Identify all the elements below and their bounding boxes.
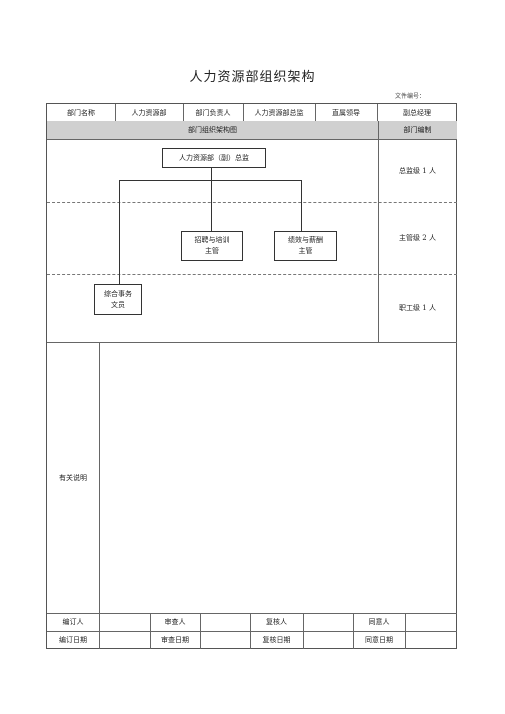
dept-name-value: 人力资源部 [131,108,167,117]
footer-check-date-value [303,631,353,649]
footer-compiler-value [99,613,150,631]
connector-horizontal [119,180,301,181]
footer-review-date-value [200,631,250,649]
org-box-performance-pay: 绩效与薪酬 主管 [274,231,337,261]
org-structure-form: 部门名称 人力资源部 部门负责人 人力资源部总监 直属领导 副总经理 部门组织架… [46,103,457,649]
footer-reviewer-label: 审查人 [164,618,186,626]
footer-check-date-label: 复核日期 [262,636,291,644]
notes-label: 有关说明 [59,473,87,482]
footer-approve-date-value [405,631,457,649]
page-title: 人力资源部组织架构 [189,70,316,85]
direct-leader-label: 直属领导 [332,108,360,117]
dept-name-label: 部门名称 [67,108,95,117]
staffing-staff-count: 职工级 1 人 [399,304,436,312]
footer-compile-date-label: 编订日期 [59,636,87,644]
footer-approver-value [405,613,457,631]
dept-head-label: 部门负责人 [195,108,231,117]
footer-approve-date-label: 同意日期 [365,636,393,644]
footer-compiler-label: 编订人 [62,618,84,626]
connector-left-drop [119,180,120,284]
footer-checker-label: 复核人 [266,618,287,626]
org-chart-heading: 部门组织架构图 [188,126,237,134]
org-box-admin-clerk: 综合事务 文员 [94,284,142,315]
footer-compile-date-value [99,631,150,649]
connector-top [211,168,212,180]
footer-checker-value [303,613,353,631]
document-number-label: 文件编号： [395,93,426,100]
dept-head-value: 人力资源部总监 [254,108,304,117]
connector-right-drop [301,180,302,231]
section-header-band [47,121,457,139]
org-box-hr-director: 人力资源部（副）总监 [162,148,266,168]
footer-reviewer-value [200,613,250,631]
staffing-heading: 部门编制 [403,126,432,134]
footer-approver-label: 同意人 [368,618,390,626]
staffing-director-count: 总监级 1 人 [399,166,436,175]
staffing-supervisor-count: 主管级 2 人 [399,234,436,242]
org-box-recruit-training: 招聘与培训 主管 [181,231,243,261]
footer-review-date-label: 审查日期 [161,636,189,644]
connector-mid-drop [211,180,212,231]
direct-leader-value: 副总经理 [403,108,431,117]
